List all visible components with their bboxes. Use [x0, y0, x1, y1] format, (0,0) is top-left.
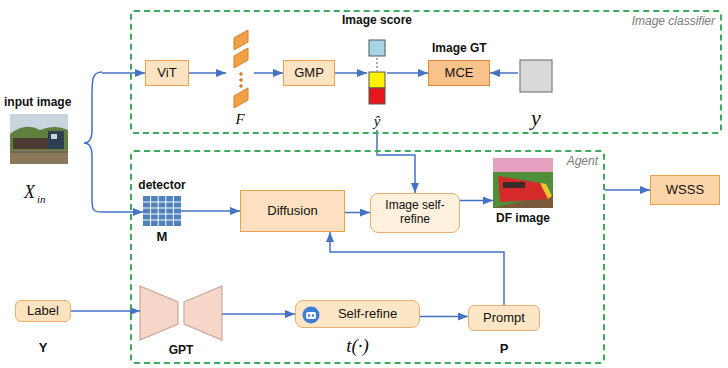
process-box: PromptP: [468, 305, 540, 331]
node-label: Image classifier: [632, 15, 715, 29]
node-label: input image: [4, 96, 71, 110]
node-label: Image score: [342, 14, 412, 28]
figure-node: DF image: [493, 158, 553, 208]
node-sublabel: P: [500, 342, 509, 357]
figure-node: Image scoreŷ: [367, 38, 387, 130]
connector-arrow: [330, 232, 504, 305]
node-sublabel: Y: [39, 341, 48, 356]
process-box: MCE: [428, 60, 490, 86]
node-label: y: [531, 105, 541, 130]
node-label: DF image: [496, 212, 550, 226]
node-label: Agent: [567, 155, 598, 169]
node-label: ViT: [157, 66, 176, 81]
node-label: WSSS: [666, 183, 704, 198]
figure-node: input imageXin: [4, 66, 102, 218]
connector-arrow: [460, 200, 493, 202]
group-region: AgentdetectorMDiffusionImage self-refine…: [130, 150, 605, 364]
annotation-label: Image GT: [432, 42, 487, 56]
connector-arrow: [335, 72, 367, 74]
generated-photo: [493, 158, 553, 208]
feature-maps: [234, 30, 248, 108]
node-label: F: [235, 111, 244, 128]
connector-arrow: [181, 210, 240, 212]
node-sublabel: M: [157, 230, 168, 245]
node-label: GPT: [169, 344, 194, 358]
node-sublabel: t(·): [346, 335, 369, 357]
process-box: Self-refinet(·): [295, 300, 420, 328]
connector-arrow: [102, 211, 143, 213]
node-label: Label: [27, 304, 59, 319]
connector-arrow: [420, 316, 468, 318]
connector-arrow: [490, 72, 518, 74]
input-photo: [10, 114, 68, 164]
score-stack: [369, 40, 385, 104]
gpt-encoder-decoder: [140, 286, 222, 340]
node-label: Diffusion: [267, 204, 317, 219]
ground-truth-square: [520, 60, 552, 92]
connector-arrow: [345, 212, 370, 214]
connector-arrow: [189, 72, 226, 74]
connector-arrow: [605, 189, 650, 191]
figure-node: detectorM: [143, 196, 181, 226]
connector-arrow: [254, 72, 283, 74]
process-box: ViT: [145, 60, 189, 86]
connector-arrow: [102, 72, 145, 74]
node-label: Prompt: [483, 311, 525, 326]
robot-icon: [302, 306, 320, 324]
node-label: Image self-refine: [378, 199, 452, 227]
detector-grid: [143, 196, 181, 226]
process-box: GMP: [283, 60, 335, 86]
node-label: GMP: [294, 66, 324, 81]
figure-node: y: [518, 58, 554, 130]
node-label: MCE: [445, 66, 474, 81]
node-label: Self-refine: [338, 307, 397, 322]
figure-node: GPT: [140, 286, 222, 340]
node-sublabel: X: [24, 182, 35, 203]
figure-node: F: [226, 28, 254, 128]
process-box: LabelY: [15, 300, 71, 322]
process-box: WSSS: [650, 175, 720, 205]
connector-arrow: [222, 313, 295, 315]
node-sublabel: in: [37, 193, 46, 206]
connector-arrow: [387, 72, 428, 74]
brace: [84, 72, 102, 212]
node-label: detector: [138, 179, 185, 193]
process-box: Diffusion: [240, 190, 345, 232]
node-sublabel: ŷ: [374, 113, 381, 130]
connector-arrow: [377, 130, 415, 193]
process-box: Image self-refine: [370, 193, 460, 233]
group-region: Image classifierViTFGMPImage scoreŷMCEy: [130, 10, 722, 134]
